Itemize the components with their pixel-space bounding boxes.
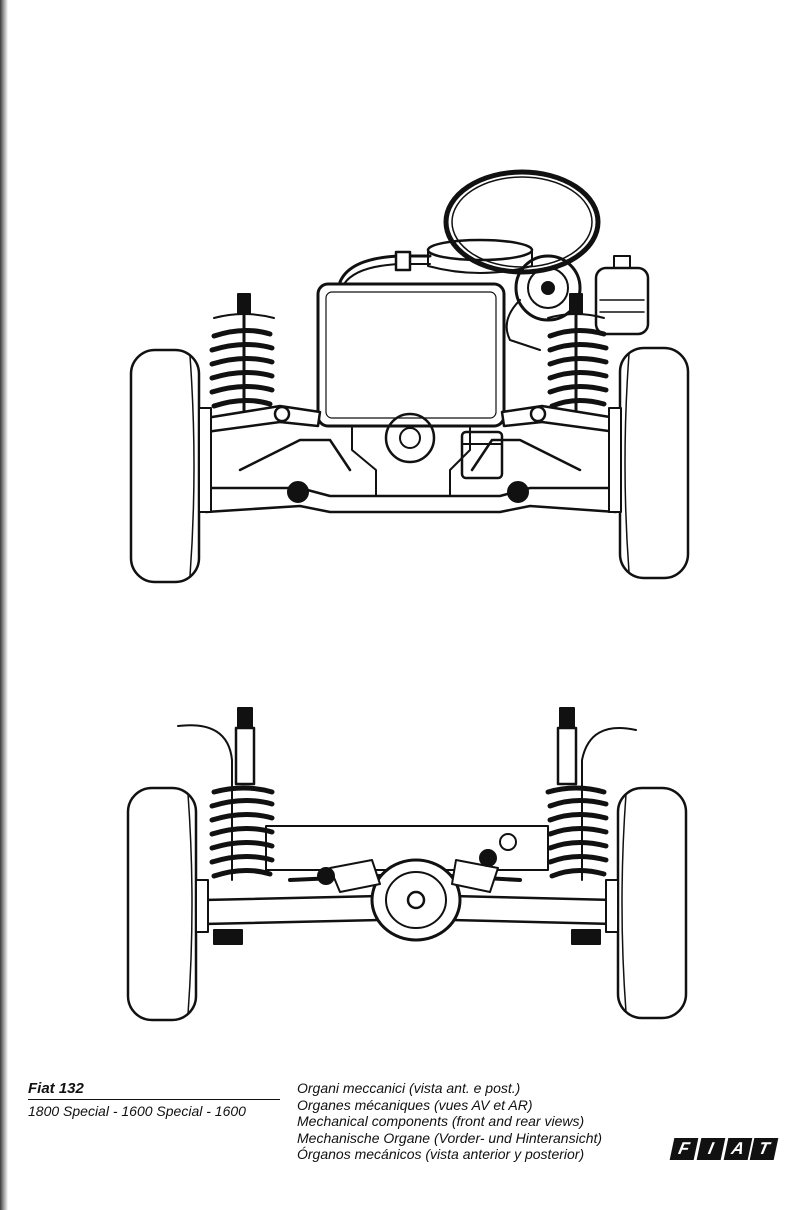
- caption-line-german: Mechanische Organe (Vorder- und Hinteran…: [297, 1129, 603, 1146]
- rear-right-coil-spring: [545, 707, 609, 945]
- caption-description-block: Organi meccanici (vista ant. e post.) Or…: [297, 1080, 667, 1163]
- fiat-logo: F I A T: [669, 1138, 779, 1160]
- radiator: [316, 282, 506, 428]
- caption-line-french: Organes mécaniques (vues AV et AR): [297, 1096, 533, 1113]
- caption-model-block: Fiat 132 1800 Special - 1600 Special - 1…: [28, 1080, 288, 1119]
- front-right-tire: [618, 346, 690, 580]
- front-view-drawing: [129, 169, 690, 584]
- rear-left-tire: [126, 786, 198, 1022]
- technical-illustration: [126, 169, 690, 1022]
- front-left-coil-spring: [209, 293, 275, 412]
- page-edge: [0, 0, 8, 1210]
- caption-line-english: Mechanical components (front and rear vi…: [297, 1113, 585, 1129]
- differential: [317, 849, 499, 942]
- expansion-tank: [594, 255, 650, 336]
- logo-letter: I: [696, 1138, 725, 1160]
- logo-letter: A: [723, 1138, 752, 1160]
- logo-letter: F: [669, 1138, 699, 1160]
- rear-right-tire: [616, 786, 688, 1020]
- model-title: Fiat 132: [28, 1080, 280, 1100]
- rear-view-drawing: [126, 707, 688, 1022]
- front-right-coil-spring: [547, 293, 609, 412]
- air-cleaner: [338, 238, 534, 285]
- rear-left-coil-spring: [209, 707, 275, 945]
- alternator: [505, 254, 582, 351]
- model-variants: 1800 Special - 1600 Special - 1600: [28, 1103, 246, 1119]
- logo-letter: T: [749, 1138, 779, 1160]
- caption-line-spanish: Órganos mecánicos (vista anterior y post…: [297, 1146, 585, 1162]
- front-left-tire: [129, 348, 201, 584]
- front-crossmember: [204, 438, 618, 514]
- caption-line-italian: Organi meccanici (vista ant. e post.): [297, 1080, 521, 1096]
